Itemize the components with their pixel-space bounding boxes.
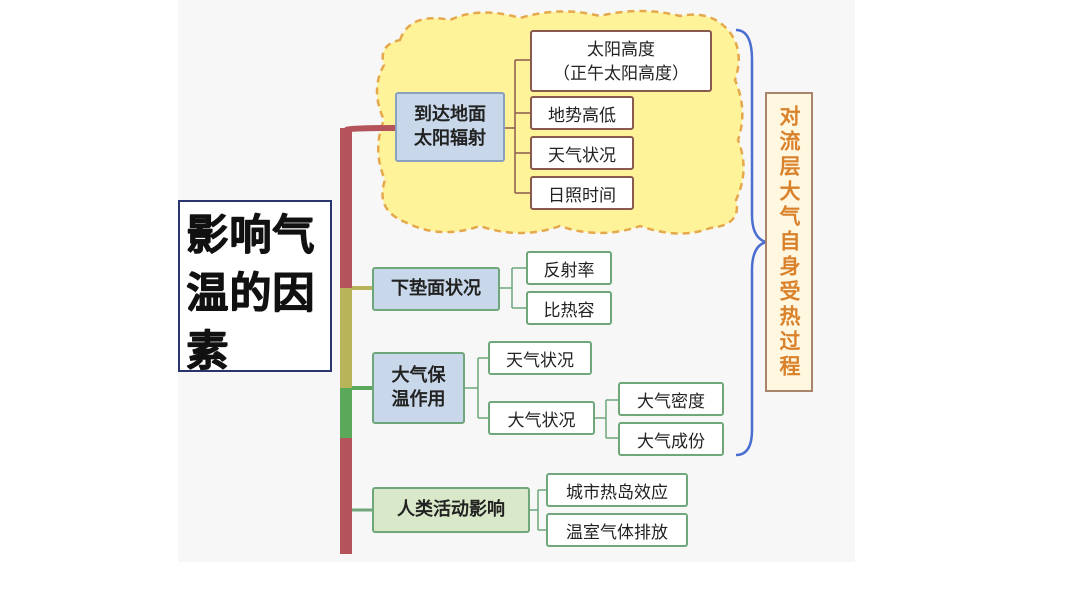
leaf-urban-heat-island: 城市热岛效应 [546,473,688,507]
node-solar-radiation: 到达地面 太阳辐射 [395,92,505,162]
trunk-mid [340,288,352,388]
node-atmospheric-insulation: 大气保 温作用 [372,352,465,424]
trunk-green [340,388,352,438]
leaf-solar-altitude-line2: （正午太阳高度） [553,64,689,84]
leaf-air-density: 大气密度 [618,382,724,416]
node-insulation-line2: 温作用 [391,389,446,410]
node-human-activity: 人类活动影响 [372,487,530,533]
node-insulation-line1: 大气保 [391,364,446,386]
trunk-top [340,128,352,288]
node-solar-radiation-line2: 太阳辐射 [414,128,486,149]
leaf-sunshine-duration: 日照时间 [530,176,634,210]
leaf-weather-radiation: 天气状况 [530,136,634,170]
leaf-air-composition: 大气成份 [618,422,724,456]
tropospheric-heating-label: 对流层大气自身受热过程 [765,92,813,392]
leaf-albedo: 反射率 [526,251,612,285]
leaf-weather-insulation: 天气状况 [488,341,592,375]
leaf-solar-altitude: 太阳高度 （正午太阳高度） [530,30,712,92]
diagram-title: 影响气温的因素 [178,200,332,375]
leaf-atmosphere-state: 大气状况 [488,401,595,435]
node-underlying-surface: 下垫面状况 [372,267,500,311]
trunk-bottom [340,438,352,554]
leaf-terrain: 地势高低 [530,96,634,130]
node-solar-radiation-line1: 到达地面 [414,103,486,125]
leaf-greenhouse-gas: 温室气体排放 [546,513,688,547]
leaf-specific-heat: 比热容 [526,291,612,325]
leaf-solar-altitude-line1: 太阳高度 [587,40,655,60]
